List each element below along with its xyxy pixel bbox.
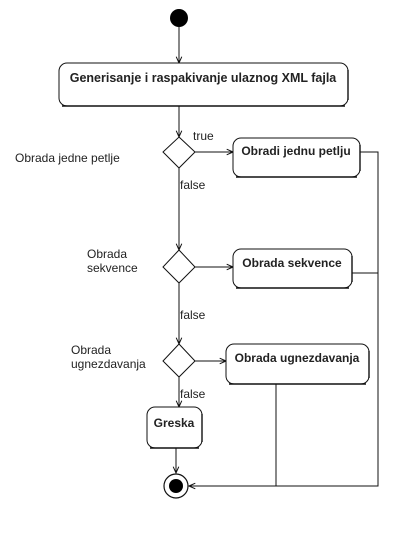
action-loop-label: Obradi jednu petlju	[241, 144, 350, 158]
initial-node	[170, 9, 188, 27]
decision-loop	[162, 136, 196, 169]
action-sequence: Obrada sekvence	[232, 248, 353, 289]
decision-sequence-label-2: sekvence	[87, 261, 138, 275]
action-nesting: Obrada ugnezdavanja	[225, 343, 370, 385]
decision-nesting	[162, 343, 196, 378]
decision-loop-label-1: Obrada jedne petlje	[15, 151, 120, 165]
decision-sequence-label-1: Obrada	[87, 247, 127, 261]
guard-false-2: false	[180, 308, 206, 322]
final-node	[163, 473, 189, 499]
decision-nesting-label-1: Obrada	[71, 343, 111, 357]
guard-false-3: false	[180, 387, 206, 401]
guard-true: true	[193, 129, 214, 143]
action-sequence-label: Obrada sekvence	[242, 256, 342, 270]
action-generate-label: Generisanje i raspakivanje ulaznog XML f…	[70, 71, 338, 85]
action-error: Greska	[146, 406, 203, 449]
action-generate: Generisanje i raspakivanje ulaznog XML f…	[58, 62, 349, 107]
guard-false-1: false	[180, 178, 206, 192]
action-error-label: Greska	[154, 416, 195, 430]
decision-nesting-label-2: ugnezdavanja	[71, 357, 146, 371]
edges	[176, 27, 379, 486]
action-nesting-label: Obrada ugnezdavanja	[235, 351, 360, 365]
decision-sequence	[162, 249, 196, 284]
action-loop: Obradi jednu petlju	[232, 137, 361, 178]
edge-loop-final	[189, 151, 379, 486]
